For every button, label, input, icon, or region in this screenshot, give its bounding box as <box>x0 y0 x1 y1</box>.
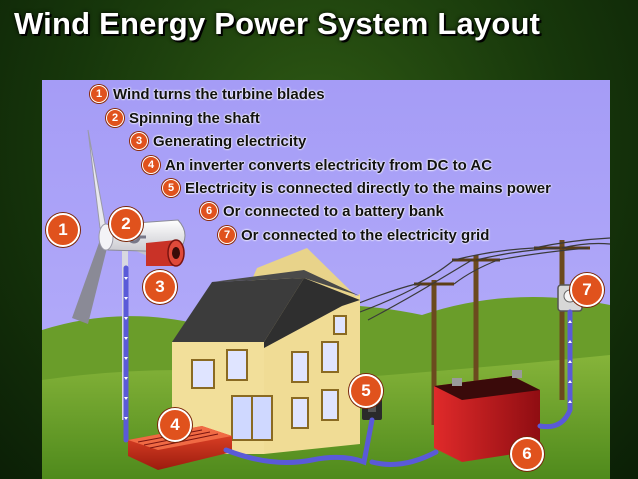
marker-4: 4 <box>158 408 192 442</box>
step-number-badge: 1 <box>90 85 108 103</box>
step-label: Or connected to the electricity grid <box>241 226 490 244</box>
step-1: 1 Wind turns the turbine blades <box>90 83 325 105</box>
step-label: An inverter converts electricity from DC… <box>165 156 493 174</box>
cable-arrows <box>124 277 572 420</box>
power-cables <box>353 237 610 321</box>
step-number-badge: 6 <box>200 202 218 220</box>
wind-turbine-icon <box>72 129 186 420</box>
marker-6: 6 <box>510 437 544 471</box>
diagram-illustration <box>42 80 610 479</box>
step-number-badge: 3 <box>130 132 148 150</box>
step-7: 7 Or connected to the electricity grid <box>218 224 489 246</box>
step-4: 4 An inverter converts electricity from … <box>142 154 492 176</box>
step-label: Wind turns the turbine blades <box>113 85 325 103</box>
step-3: 3 Generating electricity <box>130 130 306 152</box>
power-cable-paths <box>123 265 573 467</box>
step-number-badge: 7 <box>218 226 236 244</box>
step-label: Electricity is connected directly to the… <box>185 179 551 197</box>
battery-icon <box>434 370 540 462</box>
marker-2: 2 <box>109 207 143 241</box>
marker-5: 5 <box>349 374 383 408</box>
turbine-blade <box>72 240 108 324</box>
step-label: Generating electricity <box>153 132 307 150</box>
house-door <box>231 395 273 441</box>
marker-3: 3 <box>143 270 177 304</box>
step-label: Or connected to a battery bank <box>223 202 444 220</box>
marker-7: 7 <box>570 273 604 307</box>
step-number-badge: 2 <box>106 109 124 127</box>
step-2: 2 Spinning the shaft <box>106 107 260 129</box>
step-number-badge: 5 <box>162 179 180 197</box>
slide-title: Wind Energy Power System Layout <box>14 6 541 41</box>
step-6: 6 Or connected to a battery bank <box>200 200 444 222</box>
step-5: 5 Electricity is connected directly to t… <box>162 177 551 199</box>
step-number-badge: 4 <box>142 156 160 174</box>
step-label: Spinning the shaft <box>129 109 260 127</box>
marker-1: 1 <box>46 213 80 247</box>
house-icon <box>172 248 360 454</box>
